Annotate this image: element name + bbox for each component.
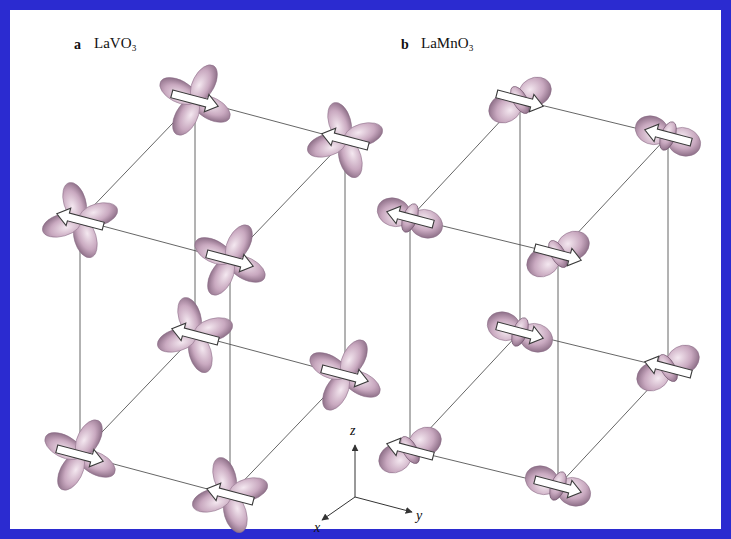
ion-site bbox=[521, 461, 595, 511]
ion-site bbox=[483, 307, 557, 357]
panel-letter: b bbox=[401, 38, 409, 52]
cube-edge bbox=[345, 140, 346, 375]
spin-arrow bbox=[206, 250, 253, 272]
ion-site bbox=[374, 421, 447, 478]
cube-edge bbox=[80, 220, 81, 455]
ion-site bbox=[632, 339, 705, 396]
cube-edge bbox=[195, 100, 196, 335]
cube-edge bbox=[668, 136, 669, 368]
ion-site bbox=[190, 220, 269, 299]
spin-arrow bbox=[387, 438, 434, 460]
axis-label: x bbox=[314, 521, 320, 535]
axis-label: z bbox=[350, 424, 355, 438]
spin-arrow bbox=[172, 323, 219, 345]
axes bbox=[322, 445, 412, 520]
ion-site bbox=[631, 111, 705, 161]
spin-arrow bbox=[171, 90, 218, 112]
ion-site bbox=[155, 60, 234, 139]
spin-arrow bbox=[534, 244, 581, 266]
spin-arrow bbox=[207, 483, 254, 505]
slide-panel bbox=[10, 10, 721, 529]
spin-arrow bbox=[645, 124, 692, 146]
panel-letter: a bbox=[74, 38, 81, 52]
ion-site bbox=[305, 335, 384, 414]
spin-arrow bbox=[56, 445, 103, 467]
spin-arrow bbox=[496, 322, 543, 344]
compound-name: LaMnO₃ bbox=[421, 36, 474, 51]
spin-arrow bbox=[57, 208, 104, 230]
spin-arrow bbox=[534, 476, 581, 498]
spin-arrow bbox=[645, 356, 692, 378]
axis-label: y bbox=[416, 509, 422, 523]
ion-site bbox=[190, 455, 271, 536]
cube-edge bbox=[558, 254, 559, 486]
spin-arrow bbox=[496, 90, 543, 112]
spin-arrow bbox=[321, 365, 368, 387]
ion-site bbox=[373, 193, 447, 243]
ion-site bbox=[522, 225, 595, 282]
ion-site bbox=[155, 295, 236, 376]
compound-name: LaVO₃ bbox=[94, 36, 137, 51]
ion-site bbox=[40, 415, 119, 494]
spin-arrow bbox=[387, 206, 434, 228]
spin-arrow bbox=[322, 128, 369, 150]
cube-edge bbox=[410, 218, 411, 450]
cube-edge bbox=[520, 100, 521, 332]
ion-site bbox=[305, 100, 386, 181]
ion-site bbox=[40, 180, 121, 261]
cube-edge bbox=[230, 260, 231, 495]
ion-site bbox=[484, 71, 557, 128]
